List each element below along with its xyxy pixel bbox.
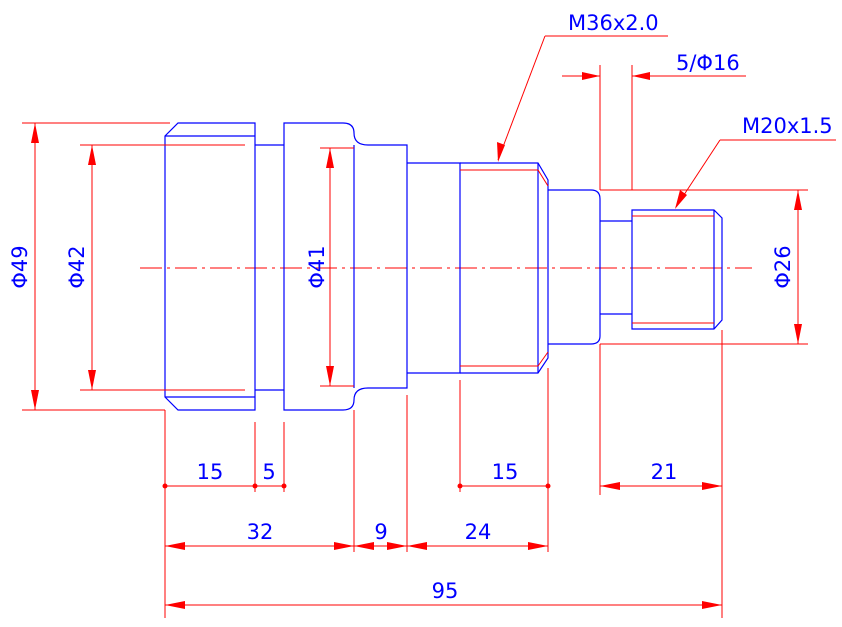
row1-dimensions: 15 5 15 21 [162, 460, 722, 490]
dia49-label: Φ49 [8, 245, 32, 288]
dia49-dimension: Φ49 [8, 122, 170, 411]
groove-label: 5/Φ16 [676, 51, 740, 75]
extension-lines [164, 330, 723, 618]
len5-label: 5 [262, 460, 275, 484]
len15a-label: 15 [197, 460, 224, 484]
dia26-dimension: Φ26 [600, 189, 808, 345]
part-outline [164, 122, 723, 411]
dia41-dimension: Φ41 [305, 147, 354, 387]
len15b-label: 15 [492, 460, 519, 484]
row2-dimensions: 32 9 24 [165, 520, 548, 550]
row3-dimensions: 95 [165, 579, 722, 609]
m36-callout: M36x2.0 [497, 11, 668, 162]
dia42-dimension: Φ42 [65, 144, 245, 391]
m36-label: M36x2.0 [568, 11, 659, 35]
len21-label: 21 [651, 460, 678, 484]
thread-lines [460, 169, 714, 367]
groove-dimension: 5/Φ16 [562, 51, 746, 190]
len32-label: 32 [247, 520, 274, 544]
m20-label: M20x1.5 [742, 114, 833, 138]
dia42-label: Φ42 [65, 245, 89, 288]
len9-label: 9 [374, 520, 387, 544]
len24-label: 24 [465, 520, 492, 544]
dia41-label: Φ41 [305, 245, 329, 288]
dia26-label: Φ26 [771, 245, 795, 288]
m20-callout: M20x1.5 [675, 114, 836, 209]
len95-label: 95 [432, 579, 459, 603]
